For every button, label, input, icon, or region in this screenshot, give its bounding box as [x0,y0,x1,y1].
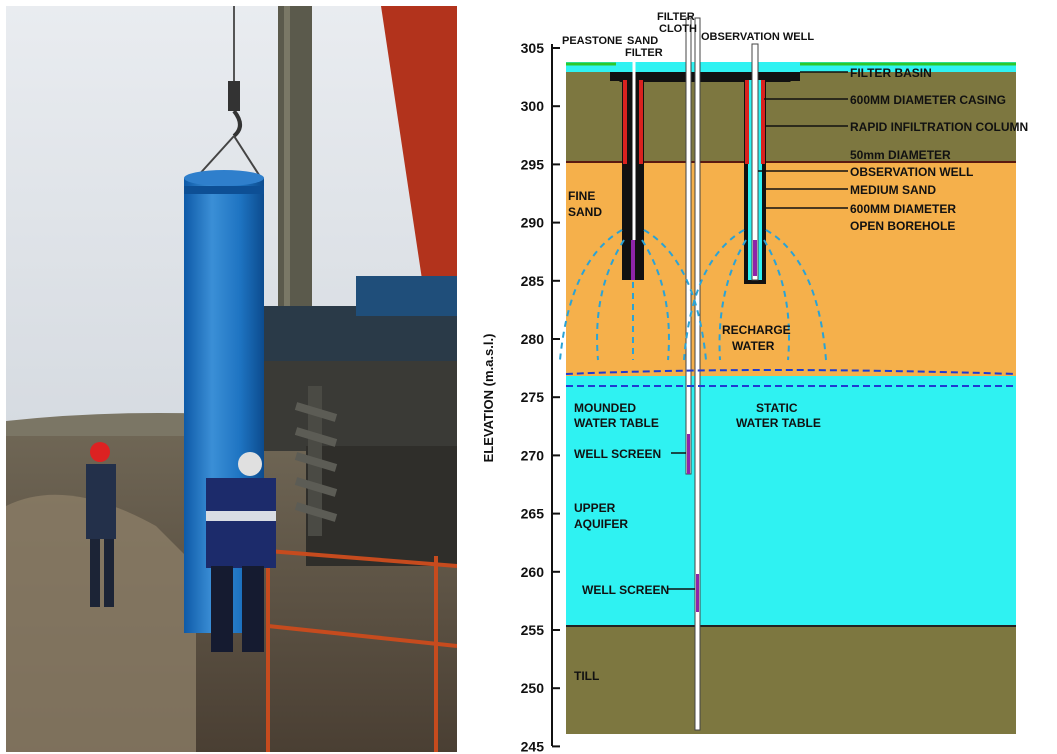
open-borehole [744,43,766,284]
drill-rig [256,6,457,566]
recharge-water-label: RECHARGE [722,323,791,337]
crane-hook [195,6,262,179]
auger [294,386,338,536]
well-screen-lower-label: WELL SCREEN [582,583,669,597]
fine-sand-label: FINE [568,189,595,203]
well-screen-upper-label: WELL SCREEN [574,447,661,461]
worker [86,442,116,607]
peastone-label: PEASTONE [562,35,622,47]
y-tick-label: 290 [521,215,545,231]
medium-sand-label: MEDIUM SAND [850,183,936,197]
dirt-mound [6,494,196,752]
mounded-water-table [565,369,1017,375]
upper-aquifer-layer [566,376,1016,626]
y-tick-label: 250 [521,680,545,696]
y-tick-label: 270 [521,447,545,463]
observation-well-label: OBSERVATION WELL [850,165,973,179]
fence [266,549,457,752]
y-tick-label: 245 [521,738,545,754]
fine-sand-label: SAND [568,205,602,219]
y-tick-label: 280 [521,331,545,347]
filter-cloth-label: CLOTH [659,23,697,35]
filter-basin-label: FILTER BASIN [850,66,932,80]
recharge-water-label: WATER [732,339,775,353]
sand-filter-label: SAND [627,35,658,47]
observation-well-top-label: OBSERVATION WELL [701,31,814,43]
column-label: RAPID INFILTRATION COLUMN [850,120,1028,134]
filter-cloth-label: FILTER [657,11,695,23]
y-tick-label: 300 [521,98,545,114]
y-tick-label: 275 [521,389,545,405]
mounded-water-table-label: WATER TABLE [574,416,659,430]
borehole-label: OPEN BOREHOLE [850,219,955,233]
static-water-table-label: WATER TABLE [736,416,821,430]
worker [206,452,276,652]
rapid-infiltration-column [622,44,644,280]
till-layer [566,626,1016,734]
y-axis: ELEVATION (m.a.s.l.) [481,44,560,748]
mounded-water-table-label: MOUNDED [574,401,636,415]
y-tick-label: 260 [521,564,545,580]
upper-aquifer-label: UPPER [574,501,616,515]
field-photo [6,6,457,752]
deep-observation-wells [685,17,701,731]
sand-filter-label: FILTER [625,47,663,59]
cross-section-diagram: ELEVATION (m.a.s.l.) [481,11,1028,754]
flow-arrows [559,229,827,361]
casing-label: 600MM DIAMETER CASING [850,93,1006,107]
y-tick-label: 295 [521,156,545,172]
diameter-50mm-label: 50mm DIAMETER [850,148,951,162]
till-label: TILL [574,669,599,683]
y-tick-label: 305 [521,40,545,56]
static-water-table-label: STATIC [756,401,798,415]
y-tick-label: 265 [521,506,545,522]
y-tick-label: 255 [521,622,545,638]
y-tick-label: 285 [521,273,545,289]
borehole-label: 600MM DIAMETER [850,202,956,216]
y-axis-label: ELEVATION (m.a.s.l.) [481,334,496,463]
upper-aquifer-label: AQUIFER [574,517,628,531]
